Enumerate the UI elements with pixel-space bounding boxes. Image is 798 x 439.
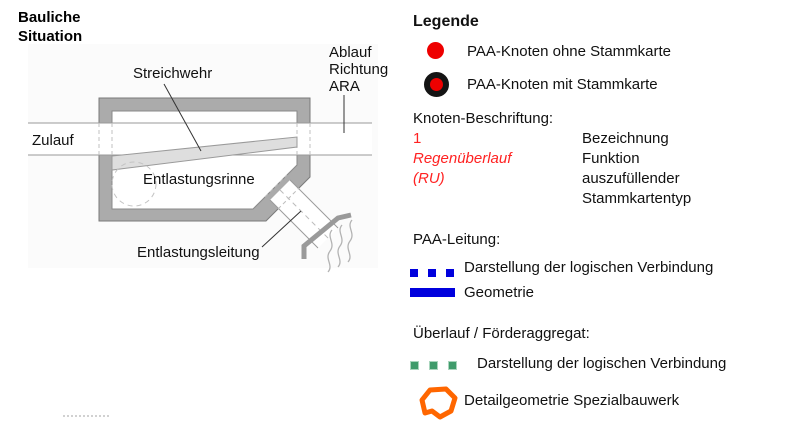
paa-logical-label: Darstellung der logischen Verbindung bbox=[464, 259, 714, 276]
node-with-card-symbol bbox=[424, 72, 449, 97]
detail-geometry-symbol bbox=[419, 386, 458, 420]
node-without-card-label: PAA-Knoten ohne Stammkarte bbox=[467, 43, 671, 60]
label-streichwehr: Streichwehr bbox=[133, 65, 212, 82]
label-entlastungsrinne: Entlastungsrinne bbox=[143, 171, 255, 188]
water-waves bbox=[327, 219, 353, 273]
paa-geometry-symbol bbox=[410, 288, 455, 297]
overflow-logical-label: Darstellung der logischen Verbindung bbox=[477, 355, 727, 372]
node-labeling-heading: Knoten-Beschriftung: bbox=[413, 110, 554, 127]
diagram-title-line1: Bauliche bbox=[18, 9, 81, 26]
node-label-meaning-auszufuellender: auszufüllender bbox=[582, 170, 680, 187]
diagram-title-line2: Situation bbox=[18, 28, 82, 45]
node-with-card-label: PAA-Knoten mit Stammkarte bbox=[467, 76, 658, 93]
legend-heading: Legende bbox=[413, 13, 479, 30]
node-label-meaning-stammkartentyp: Stammkartentyp bbox=[582, 190, 692, 207]
label-ablauf-line3: ARA bbox=[329, 78, 360, 95]
weir-shape bbox=[111, 136, 298, 171]
node-label-example-type: (RU) bbox=[413, 170, 445, 187]
node-label-meaning-bezeichnung: Bezeichnung bbox=[582, 130, 669, 147]
outlet-headwall bbox=[301, 212, 352, 259]
structural-situation-diagram: Bauliche Situation Streichwehr Zulauf En… bbox=[18, 9, 388, 273]
label-zulauf: Zulauf bbox=[32, 132, 75, 149]
paa-logical-symbol bbox=[410, 264, 454, 282]
node-without-card-symbol bbox=[427, 42, 444, 59]
label-ablauf-line1: Ablauf bbox=[329, 44, 372, 61]
node-label-example-function: Regenüberlauf bbox=[413, 150, 512, 167]
paa-geometry-label: Geometrie bbox=[464, 284, 535, 301]
node-label-meaning-funktion: Funktion bbox=[582, 150, 640, 167]
detail-geometry-label: Detailgeometrie Spezialbauwerk bbox=[464, 392, 680, 409]
label-entlastungsleitung: Entlastungsleitung bbox=[137, 244, 260, 261]
overflow-logical-symbol bbox=[410, 357, 457, 375]
leader-lines bbox=[163, 83, 345, 248]
faint-artifact bbox=[63, 415, 109, 418]
chamber-sump-circle bbox=[111, 161, 157, 207]
node-label-example-number: 1 bbox=[413, 130, 422, 147]
overflow-heading: Überlauf / Förderaggregat: bbox=[413, 325, 590, 342]
label-ablauf-line2: Richtung bbox=[329, 61, 388, 78]
paa-pipe-heading: PAA-Leitung: bbox=[413, 231, 501, 248]
